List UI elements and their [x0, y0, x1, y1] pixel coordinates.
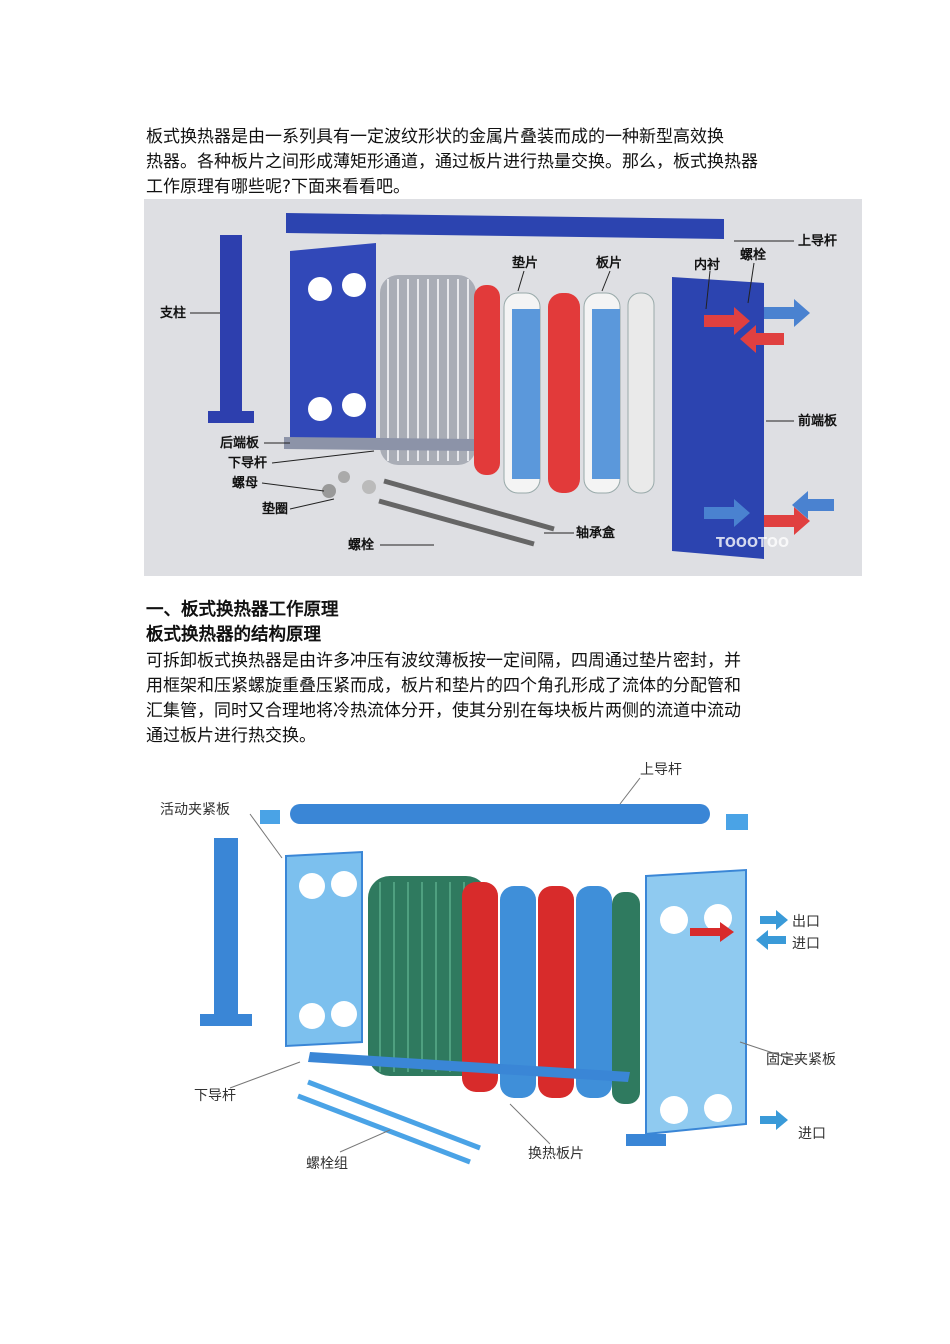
- label-front-plate: 前端板: [798, 413, 838, 429]
- label2-bolt-group: 螺栓组: [306, 1156, 348, 1172]
- label2-outlet: 出口: [792, 914, 820, 930]
- label-bolt: 螺栓: [348, 537, 374, 553]
- intro-line-1: 板式换热器是由一系列具有一定波纹形状的金属片叠装而成的一种新型高效换: [146, 127, 724, 147]
- intro-paragraph: 板式换热器是由一系列具有一定波纹形状的金属片叠装而成的一种新型高效换 热器。各种…: [146, 125, 816, 200]
- label-gasket: 垫片: [512, 255, 538, 271]
- label-rear-plate: 后端板: [220, 435, 260, 451]
- intro-line-2: 热器。各种板片之间形成薄矩形通道，通过板片进行热量交换。那么，板式换热器: [146, 152, 758, 172]
- support-post-shape: [220, 235, 242, 415]
- label-liner: 内衬: [694, 257, 720, 273]
- body-line-1: 可拆卸板式换热器是由许多冲压有波纹薄板按一定间隔，四周通过垫片密封，并: [146, 651, 741, 671]
- intro-line-3: 工作原理有哪些呢?下面来看看吧。: [146, 177, 410, 197]
- structure-diagram-svg: 上导杆 活动夹紧板 出口 进口 固定夹紧板 下导杆 螺栓组 换热板片 进口: [150, 752, 860, 1182]
- exploded-diagram-figure: 支柱 后端板 下导杆 螺母 垫圈 螺栓 垫片 板片 内衬 螺栓 上导杆 前端板 …: [144, 199, 862, 576]
- label2-inlet-bottom: 进口: [798, 1126, 826, 1142]
- label-nut: 螺母: [232, 475, 258, 491]
- label-bearing-box: 轴承盒: [576, 525, 616, 541]
- section-subheading: 板式换热器的结构原理: [146, 623, 321, 648]
- label-plate: 板片: [596, 255, 622, 271]
- body-line-4: 通过板片进行热交换。: [146, 726, 316, 746]
- body-line-2: 用框架和压紧螺旋重叠压紧而成，板片和垫片的四个角孔形成了流体的分配管和: [146, 676, 741, 696]
- label-washer: 垫圈: [262, 501, 288, 517]
- structure-diagram-figure: 上导杆 活动夹紧板 出口 进口 固定夹紧板 下导杆 螺栓组 换热板片 进口: [150, 752, 860, 1182]
- label2-lower-rod: 下导杆: [194, 1088, 236, 1104]
- label-support: 支柱: [159, 305, 186, 321]
- exploded-diagram-svg: 支柱 后端板 下导杆 螺母 垫圈 螺栓 垫片 板片 内衬 螺栓 上导杆 前端板 …: [144, 199, 862, 576]
- label-upper-rod: 上导杆: [798, 233, 837, 249]
- label2-movable-plate: 活动夹紧板: [160, 802, 230, 818]
- label-lower-rod: 下导杆: [228, 455, 267, 471]
- label2-upper-rod: 上导杆: [640, 762, 682, 778]
- section-body: 可拆卸板式换热器是由许多冲压有波纹薄板按一定间隔，四周通过垫片密封，并 用框架和…: [146, 649, 816, 749]
- section-heading: 一、板式换热器工作原理: [146, 598, 339, 623]
- label2-heat-plates: 换热板片: [528, 1145, 584, 1162]
- label2-inlet: 进口: [792, 936, 820, 952]
- rear-plate-shape: [290, 243, 376, 449]
- watermark: TOOOTOO: [716, 536, 789, 551]
- body-line-3: 汇集管，同时又合理地将冷热流体分开，使其分别在每块板片两侧的流道中流动: [146, 701, 741, 721]
- fixed-plate-shape: [646, 870, 746, 1134]
- upper-rod-shape-2: [290, 804, 710, 824]
- label2-fixed-plate: 固定夹紧板: [766, 1052, 836, 1068]
- label-bolt-top: 螺栓: [740, 247, 766, 263]
